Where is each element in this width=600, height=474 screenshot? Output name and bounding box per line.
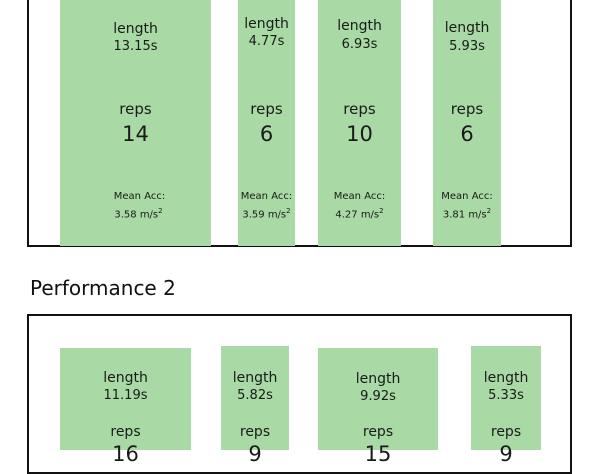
length-value: 5.82s [237,388,273,403]
length-label: length [103,370,148,386]
mean-acc-value: 4.27 m/s2 [335,207,384,221]
reps-label: reps [343,100,376,118]
p1-card-2[interactable]: length 4.77s reps 6 Mean Acc: 3.59 m/s2 [238,0,295,246]
length-value: 13.15s [113,39,158,54]
length-label: length [232,370,278,386]
reps-value: 6 [259,122,274,146]
length-label: length [337,18,382,34]
p1-card-4[interactable]: length 5.93s reps 6 Mean Acc: 3.81 m/s2 [433,0,501,246]
mean-acc-label: Mean Acc: [240,191,293,202]
length-value: 5.93s [449,39,485,54]
reps-value: 9 [499,442,513,466]
reps-label: reps [239,424,271,440]
length-value: 5.33s [488,388,524,403]
mean-acc-value: 3.59 m/s2 [242,207,291,221]
p1-card-1[interactable]: length 13.15s reps 14 Mean Acc: 3.58 m/s… [60,0,211,246]
length-label: length [483,370,529,386]
reps-label: reps [119,100,152,118]
performance-2-heading: Performance 2 [30,276,176,300]
length-label: length [244,16,289,32]
reps-value: 6 [460,122,474,146]
length-label: length [355,371,401,387]
mean-acc-value: 3.58 m/s2 [114,207,163,221]
mean-acc-label: Mean Acc: [113,191,166,202]
performance-1-panel [27,0,572,247]
p2-card-2[interactable]: length 5.82s reps 9 [221,346,289,466]
length-value: 6.93s [341,37,378,52]
p2-card-3[interactable]: length 9.92s reps 15 [318,348,438,466]
mean-acc-value: 3.81 m/s2 [442,207,492,221]
reps-value: 9 [248,442,262,466]
p2-card-4[interactable]: length 5.33s reps 9 [471,346,541,466]
reps-label: reps [490,424,522,440]
length-label: length [444,20,490,36]
p2-card-1[interactable]: length 11.19s reps 16 [60,348,191,466]
reps-label: reps [110,424,141,440]
p1-card-3[interactable]: length 6.93s reps 10 Mean Acc: 4.27 m/s2 [318,0,401,246]
reps-label: reps [450,100,484,118]
reps-label: reps [250,100,283,118]
reps-value: 10 [346,122,373,146]
reps-value: 14 [122,122,149,146]
length-value: 4.77s [248,34,285,49]
reps-value: 15 [364,442,392,466]
length-label: length [113,21,158,37]
length-value: 9.92s [360,389,396,404]
mean-acc-label: Mean Acc: [441,191,493,202]
mean-acc-label: Mean Acc: [333,191,386,202]
reps-value: 16 [112,442,139,466]
reps-label: reps [362,424,394,440]
length-value: 11.19s [103,388,148,403]
